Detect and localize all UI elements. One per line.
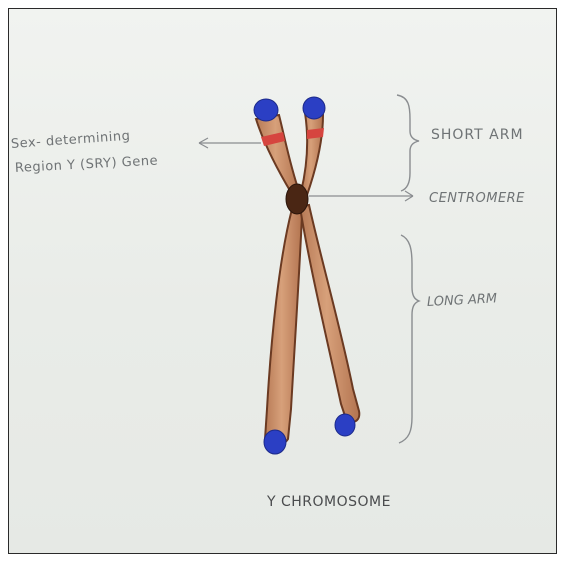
long-arm-left-chromatid [265,209,302,445]
short-arm-brace [397,95,419,191]
short-arm-right-chromatid [301,113,323,195]
diagram-caption: Y CHROMOSOME [267,494,391,510]
telomere-top-right [303,97,325,119]
centromere-label: CENTROMERE [429,191,525,206]
short-arm-left-chromatid [256,115,299,194]
drawing-frame: Sex- determining Region Y (SRY) Gene SHO… [8,8,557,554]
long-arm-right-chromatid [300,205,359,422]
chromosome-drawing [9,9,557,554]
short-arm-label: SHORT ARM [431,127,524,143]
telomere-bottom-left [264,430,286,454]
long-arm-brace [399,235,419,443]
telomere-top-left [254,99,278,121]
telomere-bottom-right [335,414,355,436]
centromere [286,184,308,214]
